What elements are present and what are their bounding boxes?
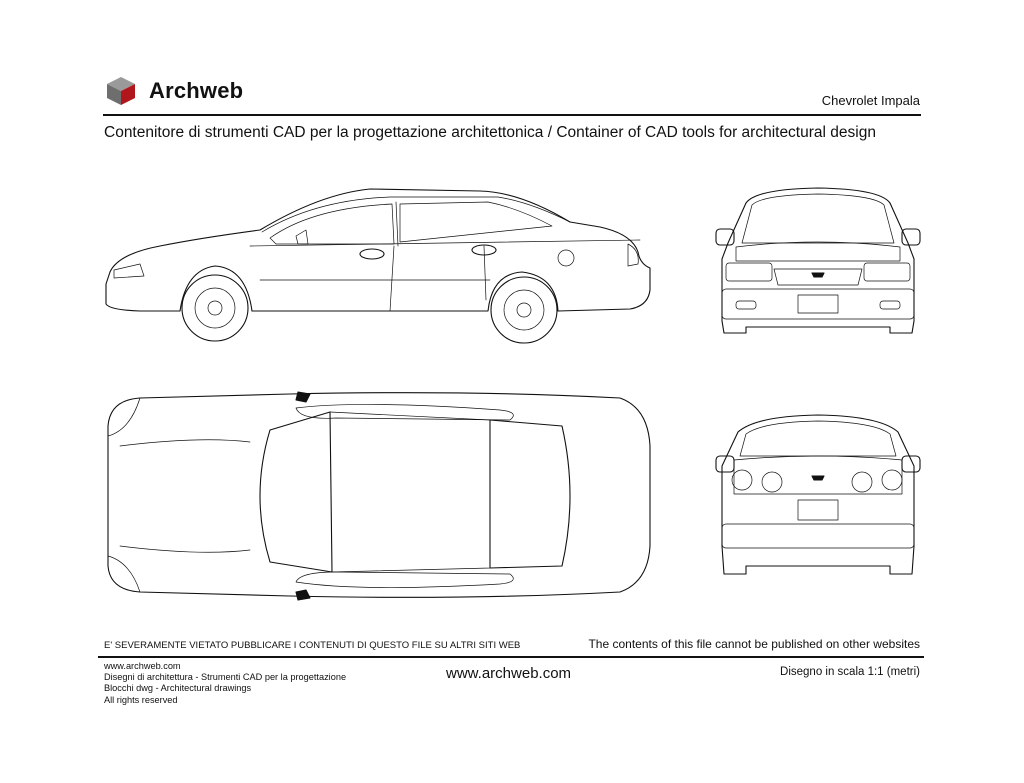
side-rear-door-handle	[471, 244, 497, 256]
side-body-outline	[105, 188, 651, 312]
front-plate	[797, 294, 839, 314]
footer-credit-line: Disegni di architettura - Strumenti CAD …	[104, 672, 347, 683]
rear-mirror-right	[901, 455, 921, 473]
front-fog-left	[735, 300, 757, 310]
front-headlight-left	[725, 262, 773, 282]
side-headlight	[113, 263, 145, 279]
top-windshield	[259, 411, 333, 573]
header-divider	[103, 114, 921, 116]
drawing-title: Chevrolet Impala	[821, 93, 920, 108]
rear-light-2	[761, 471, 783, 493]
top-view	[107, 391, 651, 601]
footer-credit-line: www.archweb.com	[104, 661, 181, 671]
side-view	[105, 188, 651, 344]
side-front-door-handle	[359, 248, 385, 260]
side-mirror	[295, 229, 309, 245]
rear-view	[715, 414, 921, 575]
rear-mirror-left	[715, 455, 735, 473]
side-front-window	[269, 203, 395, 245]
footer-credit-line: All rights reserved	[104, 694, 178, 705]
front-headlight-right	[863, 262, 911, 282]
logo-right-face	[121, 84, 135, 105]
front-mirror-left	[715, 228, 735, 246]
footer-divider	[98, 656, 924, 658]
side-rear-window	[399, 201, 553, 243]
top-mirror-left	[295, 391, 311, 403]
front-emblem	[811, 272, 825, 278]
tagline: Contenitore di strumenti CAD per la prog…	[104, 124, 876, 141]
top-rear-window	[489, 419, 571, 569]
side-b-pillar	[395, 201, 399, 247]
brand-name: Archweb	[149, 78, 244, 103]
side-roof-window	[261, 196, 571, 233]
front-grille	[773, 268, 863, 286]
copyright-warning-italian: E' SEVERAMENTE VIETATO PUBBLICARE I CONT…	[104, 640, 521, 651]
top-side-window-bottom	[295, 571, 514, 588]
rear-plate	[797, 499, 839, 521]
front-windshield	[741, 193, 895, 244]
rear-light-4	[881, 469, 903, 491]
front-bumper	[721, 288, 915, 320]
side-belt-line	[249, 239, 641, 247]
footer-credit-line: Blocchi dwg - Architectural drawings	[104, 683, 252, 694]
side-taillight	[627, 243, 639, 267]
side-front-rim	[194, 287, 236, 329]
side-rear-tyre	[490, 276, 558, 344]
top-front-bumper	[107, 397, 141, 593]
rear-window	[739, 420, 897, 457]
archweb-logo-icon	[107, 77, 135, 105]
side-rear-hub	[516, 302, 532, 318]
side-front-door-line	[389, 245, 395, 312]
top-body-outline	[107, 392, 651, 598]
top-roof	[329, 411, 491, 573]
rear-emblem	[811, 475, 825, 481]
rear-light-1	[731, 469, 753, 491]
rear-trunk	[733, 455, 903, 495]
side-front-tyre	[181, 274, 249, 342]
front-mirror-right	[901, 228, 921, 246]
drawing-scale: Disegno in scala 1:1 (metri)	[780, 666, 920, 678]
footer-website-link[interactable]: www.archweb.com	[446, 665, 572, 682]
rear-body-outline	[721, 414, 915, 575]
front-fog-right	[879, 300, 901, 310]
side-rear-rim	[503, 289, 545, 331]
side-fuel-door	[557, 249, 575, 267]
rear-light-3	[851, 471, 873, 493]
front-hood-line	[735, 241, 901, 262]
front-view	[715, 187, 921, 334]
rear-bumper	[721, 523, 915, 549]
footer-credits: www.archweb.com Disegni di architettura …	[104, 661, 346, 706]
copyright-warning-english: The contents of this file cannot be publ…	[588, 637, 920, 651]
side-rear-door-line	[483, 245, 487, 301]
logo-left-face	[107, 84, 121, 105]
top-mirror-right	[295, 589, 311, 601]
side-front-hub	[207, 300, 223, 316]
front-body-outline	[721, 187, 915, 334]
top-hood-crease	[119, 439, 251, 553]
top-side-window-top	[295, 404, 514, 421]
